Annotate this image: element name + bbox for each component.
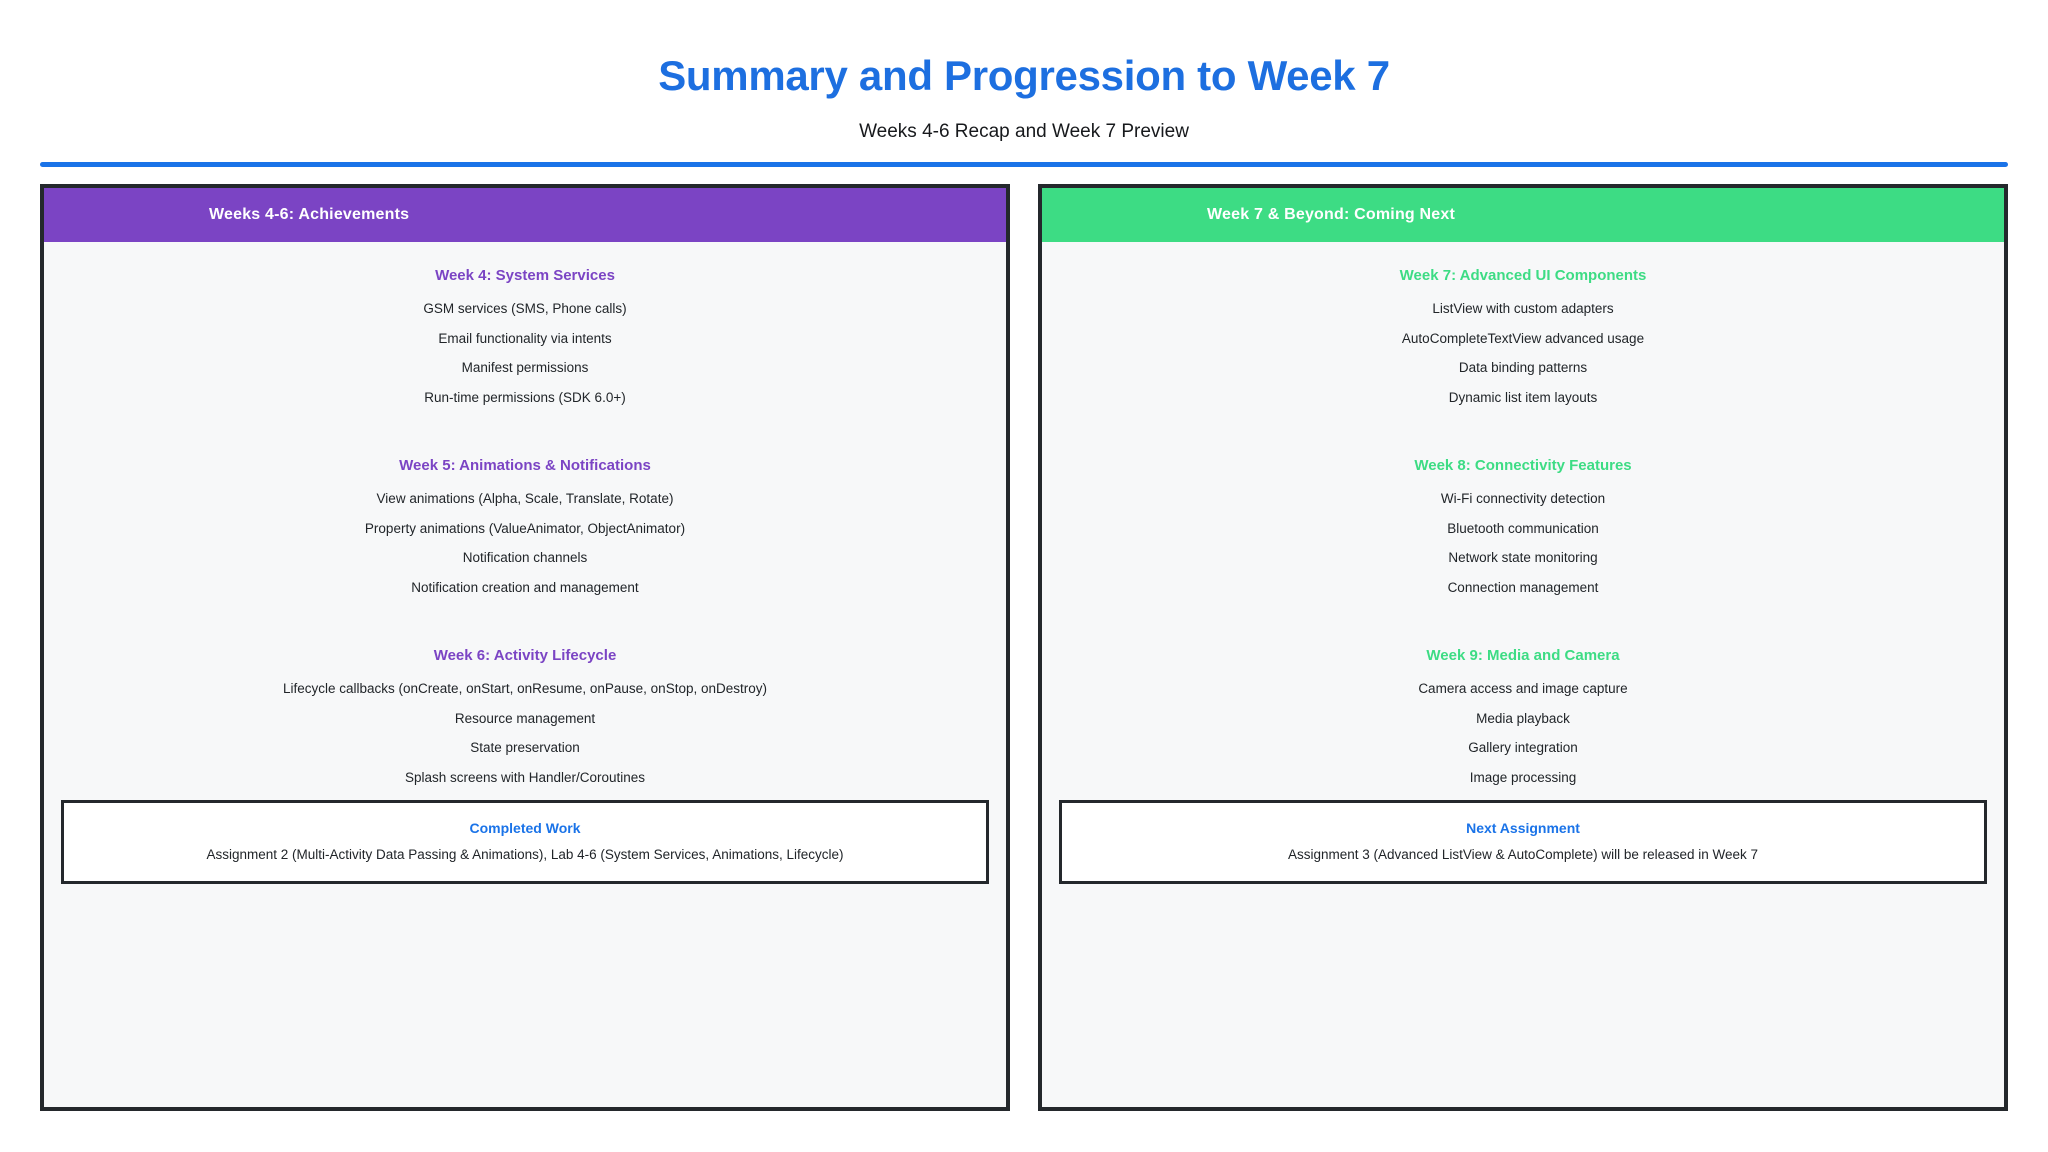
completed-work-heading: Completed Work bbox=[469, 820, 581, 836]
list-item: Splash screens with Handler/Coroutines bbox=[404, 769, 646, 785]
list-item: Lifecycle callbacks (onCreate, onStart, … bbox=[282, 681, 767, 696]
list-item: Camera access and image capture bbox=[1418, 681, 1628, 696]
list-item: Notification creation and management bbox=[411, 579, 639, 595]
list-item: Wi-Fi connectivity detection bbox=[1440, 491, 1606, 506]
section-heading: Week 6: Activity Lifecycle bbox=[433, 647, 617, 664]
list-item: ListView with custom adapters bbox=[1432, 301, 1614, 316]
panel-weeks-4-6-header: Weeks 4-6: Achievements bbox=[44, 188, 1006, 242]
list-item: Notification channels bbox=[462, 550, 588, 565]
list-item: Run-time permissions (SDK 6.0+) bbox=[424, 389, 626, 405]
section-week-6-activity-lifecycle: Week 6: Activity Lifecycle Lifecycle cal… bbox=[44, 646, 1006, 792]
list-item: Image processing bbox=[1469, 769, 1577, 785]
list-item: Media playback bbox=[1476, 710, 1570, 726]
panels-row: Weeks 4-6: Achievements Week 4: System S… bbox=[40, 184, 2008, 1111]
list-item: Property animations (ValueAnimator, Obje… bbox=[364, 520, 686, 536]
section-heading: Week 9: Media and Camera bbox=[1426, 647, 1620, 664]
panel-week-7-body: Week 7: Advanced UI Components ListView … bbox=[1042, 242, 2004, 1107]
list-item: Email functionality via intents bbox=[438, 330, 612, 346]
section-week-5-animations-notifications: Week 5: Animations & Notifications View … bbox=[44, 456, 1006, 602]
section-week-4-system-services: Week 4: System Services GSM services (SM… bbox=[44, 266, 1006, 412]
list-item: Bluetooth communication bbox=[1447, 520, 1599, 536]
page-title: Summary and Progression to Week 7 bbox=[658, 52, 1390, 99]
list-item: Data binding patterns bbox=[1458, 360, 1588, 375]
list-item: Manifest permissions bbox=[461, 360, 589, 375]
section-heading: Week 4: System Services bbox=[435, 267, 615, 284]
completed-work-box: Completed Work Assignment 2 (Multi-Activ… bbox=[61, 800, 989, 884]
section-heading: Week 5: Animations & Notifications bbox=[399, 457, 651, 474]
panel-week-7-and-beyond: Week 7 & Beyond: Coming Next Week 7: Adv… bbox=[1038, 184, 2008, 1111]
completed-work-body: Assignment 2 (Multi-Activity Data Passin… bbox=[206, 847, 844, 862]
section-heading: Week 7: Advanced UI Components bbox=[1399, 267, 1647, 284]
next-assignment-box: Next Assignment Assignment 3 (Advanced L… bbox=[1059, 800, 1987, 884]
list-item: Resource management bbox=[454, 710, 596, 726]
list-item: AutoCompleteTextView advanced usage bbox=[1401, 330, 1645, 346]
list-item: View animations (Alpha, Scale, Translate… bbox=[376, 491, 674, 506]
next-assignment-heading: Next Assignment bbox=[1466, 820, 1580, 836]
panel-weeks-4-6-body: Week 4: System Services GSM services (SM… bbox=[44, 242, 1006, 1107]
next-assignment-body: Assignment 3 (Advanced ListView & AutoCo… bbox=[1288, 847, 1758, 862]
panel-weeks-4-6-achievements: Weeks 4-6: Achievements Week 4: System S… bbox=[40, 184, 1010, 1111]
page-subtitle: Weeks 4-6 Recap and Week 7 Preview bbox=[859, 121, 1189, 142]
section-week-8-connectivity: Week 8: Connectivity Features Wi-Fi conn… bbox=[1042, 456, 2004, 602]
list-item: Network state monitoring bbox=[1448, 550, 1598, 565]
list-item: Gallery integration bbox=[1468, 740, 1578, 755]
list-item: Connection management bbox=[1447, 579, 1599, 595]
list-item: State preservation bbox=[470, 740, 580, 755]
title-divider bbox=[40, 162, 2008, 167]
section-heading: Week 8: Connectivity Features bbox=[1414, 457, 1632, 474]
list-item: Dynamic list item layouts bbox=[1448, 389, 1598, 405]
list-item: GSM services (SMS, Phone calls) bbox=[423, 301, 627, 316]
panel-week-7-header: Week 7 & Beyond: Coming Next bbox=[1042, 188, 2004, 242]
section-week-7-advanced-ui: Week 7: Advanced UI Components ListView … bbox=[1042, 266, 2004, 412]
section-week-9-media-camera: Week 9: Media and Camera Camera access a… bbox=[1042, 646, 2004, 792]
